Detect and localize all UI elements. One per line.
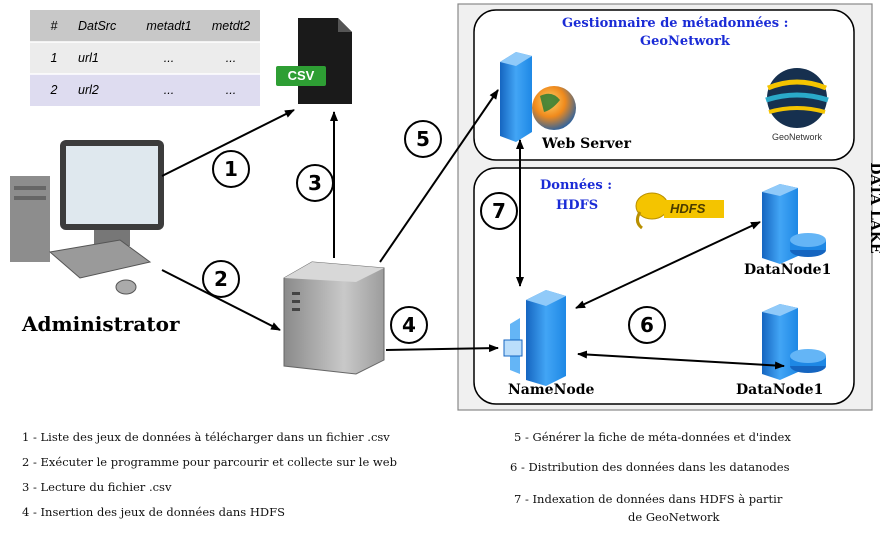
arrow-5-program-to-webserver: [379, 89, 499, 263]
legend-item-3: 3 - Lecture du fichier .csv: [22, 480, 172, 494]
step-5-badge: 5: [404, 120, 442, 158]
table-header-row: # DatSrc metadt1 metdt2: [30, 10, 260, 42]
table-row: 2 url2 ... ...: [30, 74, 260, 106]
arrow-2-admin-to-program: [161, 269, 281, 331]
program-server-icon: [283, 261, 385, 375]
csv-label: CSV: [287, 68, 315, 83]
table-cell: 2: [50, 83, 58, 97]
dataset-table: # DatSrc metadt1 metdt2 1 url1 ... ... 2…: [30, 10, 260, 106]
datanode-bottom-label: DataNode1: [736, 382, 824, 398]
administrator-computer-icon: [10, 140, 164, 295]
legend-item-7: 7 - Indexation de données dans HDFS à pa…: [514, 492, 783, 506]
legend-item-5: 5 - Générer la fiche de méta-données et …: [514, 430, 791, 444]
legend-item-6: 6 - Distribution des données dans les da…: [510, 460, 790, 474]
step-7-badge: 7: [480, 192, 518, 230]
table-cell: ...: [225, 83, 237, 97]
table-header-cell: metdt2: [211, 19, 251, 33]
table-cell: ...: [163, 83, 175, 97]
web-server-label: Web Server: [542, 136, 631, 152]
csv-file-icon: [276, 18, 352, 104]
step-4-badge: 4: [390, 306, 428, 344]
table-cell: 1: [50, 51, 58, 65]
metadata-manager-title-line1: Gestionnaire de métadonnées :: [562, 16, 789, 31]
administrator-label: Administrator: [22, 312, 180, 336]
hdfs-elephant-logo: [635, 192, 724, 230]
step-1-badge: 1: [212, 150, 250, 188]
data-lake-label: DATA LAKE: [867, 162, 880, 254]
legend-item-1: 1 - Liste des jeux de données à téléchar…: [22, 430, 390, 444]
geonetwork-logo: [765, 68, 829, 128]
arrow-6a-namenode-datanode-top: [575, 221, 761, 309]
table-cell: ...: [225, 51, 237, 65]
table-cell: url2: [78, 83, 99, 97]
table-background: [30, 10, 260, 106]
arrow-4-program-to-namenode: [385, 344, 499, 353]
arrow-1-admin-to-csv: [161, 109, 295, 177]
table-cell: ...: [163, 51, 175, 65]
metadata-manager-title-line2: GeoNetwork: [640, 34, 730, 49]
legend-item-7-cont: de GeoNetwork: [628, 510, 720, 524]
hdfs-title-line2: HDFS: [556, 198, 599, 213]
namenode-server-icon: [503, 290, 566, 386]
hdfs-title-line1: Données :: [540, 178, 613, 193]
namenode-label: NameNode: [508, 382, 595, 398]
table-header-cell: metadt1: [146, 19, 192, 33]
datanode-top-label: DataNode1: [744, 262, 832, 278]
step-6-badge: 6: [628, 306, 666, 344]
step-3-badge: 3: [296, 164, 334, 202]
table-cell: url1: [78, 51, 99, 65]
flow-arrows: [161, 89, 785, 370]
web-server-icon: [500, 52, 576, 142]
table-header-cell: DatSrc: [78, 19, 117, 33]
legend-item-2: 2 - Exécuter le programme pour parcourir…: [22, 455, 397, 469]
arrow-6b-namenode-datanode-bottom: [577, 350, 785, 370]
datanode-top-icon: [762, 184, 826, 264]
step-2-badge: 2: [202, 260, 240, 298]
hdfs-logo-text: HDFS: [670, 201, 706, 216]
table-header-cell: #: [50, 19, 58, 33]
legend-item-4: 4 - Insertion des jeux de données dans H…: [22, 505, 285, 519]
table-row: 1 url1 ... ...: [30, 42, 260, 74]
geonetwork-logo-text: GeoNetwork: [772, 132, 823, 142]
